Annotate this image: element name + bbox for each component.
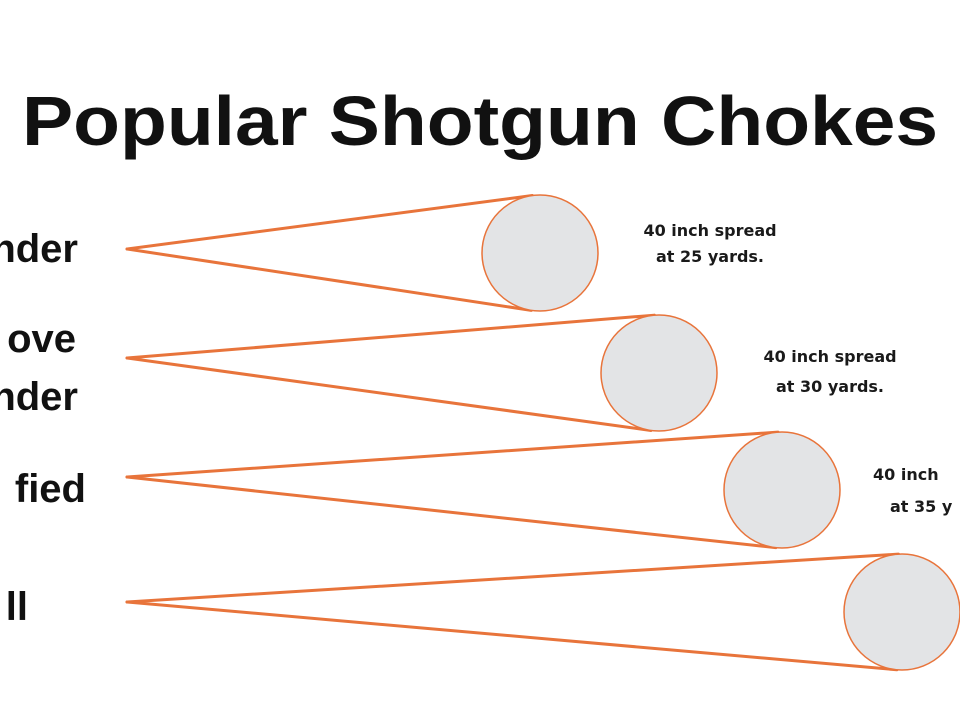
cone-lower-line bbox=[125, 247, 533, 312]
choke-label: ll bbox=[6, 585, 28, 629]
spread-annotation: 40 inch bbox=[873, 465, 939, 484]
choke-row: fied 40 inch at 35 y bbox=[15, 430, 953, 550]
shot-pattern-circle bbox=[843, 553, 960, 671]
cone-lower-line bbox=[125, 475, 778, 550]
choke-label: nder bbox=[0, 227, 78, 271]
spread-annotation: 40 inch spread bbox=[643, 221, 776, 240]
choke-row: ll bbox=[6, 552, 960, 672]
cone-upper-line bbox=[125, 430, 780, 479]
spread-annotation: at 25 yards. bbox=[656, 247, 764, 266]
spread-annotation: at 35 y bbox=[890, 497, 953, 516]
page-title: Popular Shotgun Chokes bbox=[22, 82, 938, 160]
cone-lower-line bbox=[125, 600, 899, 672]
shot-pattern-circle bbox=[723, 431, 841, 549]
cone-upper-line bbox=[125, 313, 656, 360]
cone-upper-line bbox=[125, 193, 534, 251]
shot-pattern-circle bbox=[600, 314, 718, 432]
cone-upper-line bbox=[125, 552, 900, 604]
choke-row: ove nder 40 inch spread at 30 yards. bbox=[0, 313, 897, 432]
choke-label: ove bbox=[7, 317, 76, 361]
choke-label: fied bbox=[15, 467, 86, 511]
choke-label: nder bbox=[0, 375, 78, 419]
shot-pattern-circle bbox=[481, 194, 599, 312]
spread-annotation: at 30 yards. bbox=[776, 377, 884, 396]
cone-lower-line bbox=[125, 356, 653, 432]
spread-annotation: 40 inch spread bbox=[763, 347, 896, 366]
choke-row: nder 40 inch spread at 25 yards. bbox=[0, 193, 777, 312]
